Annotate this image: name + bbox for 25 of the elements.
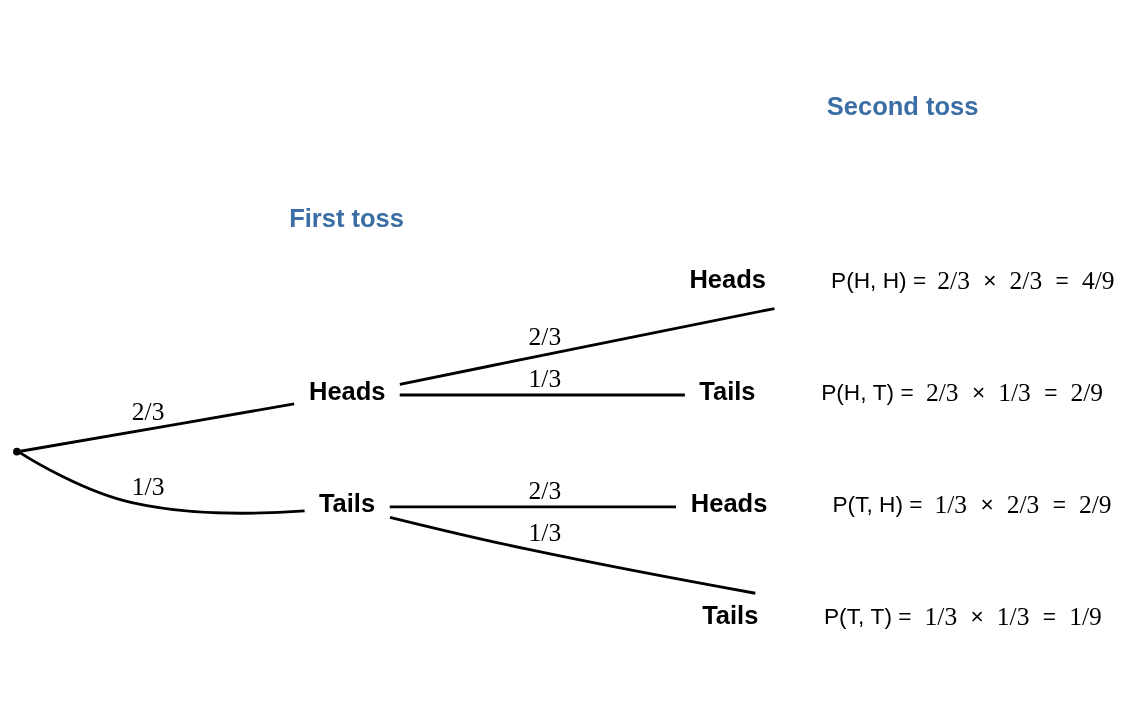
node-text: Tails <box>699 376 756 405</box>
node-text: Heads <box>690 488 768 517</box>
edge-label: 1/3 <box>131 471 165 501</box>
connector <box>399 306 775 386</box>
node-text: Tails <box>318 488 376 517</box>
node-point <box>13 447 21 455</box>
label: Second toss <box>826 91 979 120</box>
connector <box>389 515 756 595</box>
connector <box>20 402 295 453</box>
connector <box>389 505 677 508</box>
edge-label: 2/3 <box>131 396 165 426</box>
node-text: Heads <box>308 376 386 405</box>
node-text: Tails <box>702 600 759 629</box>
node-label: P(H, T) = 2/3 × 1/3 = 2/9 <box>821 377 1104 407</box>
node-label: P(H, H) = 2/3 × 2/3 = 4/9 <box>831 265 1115 295</box>
edge-label: 1/3 <box>528 517 562 547</box>
node-label: P(T, T) = 1/3 × 1/3 = 1/9 <box>824 601 1102 631</box>
connector <box>19 450 305 515</box>
edge-label: 1/3 <box>528 363 562 393</box>
node-text: Heads <box>689 264 766 293</box>
node-label: P(T, H) = 1/3 × 2/3 = 2/9 <box>832 489 1112 519</box>
edge-label: 2/3 <box>528 475 562 505</box>
connector <box>399 393 685 396</box>
edge-label: 2/3 <box>528 321 562 351</box>
label: First toss <box>289 203 404 232</box>
